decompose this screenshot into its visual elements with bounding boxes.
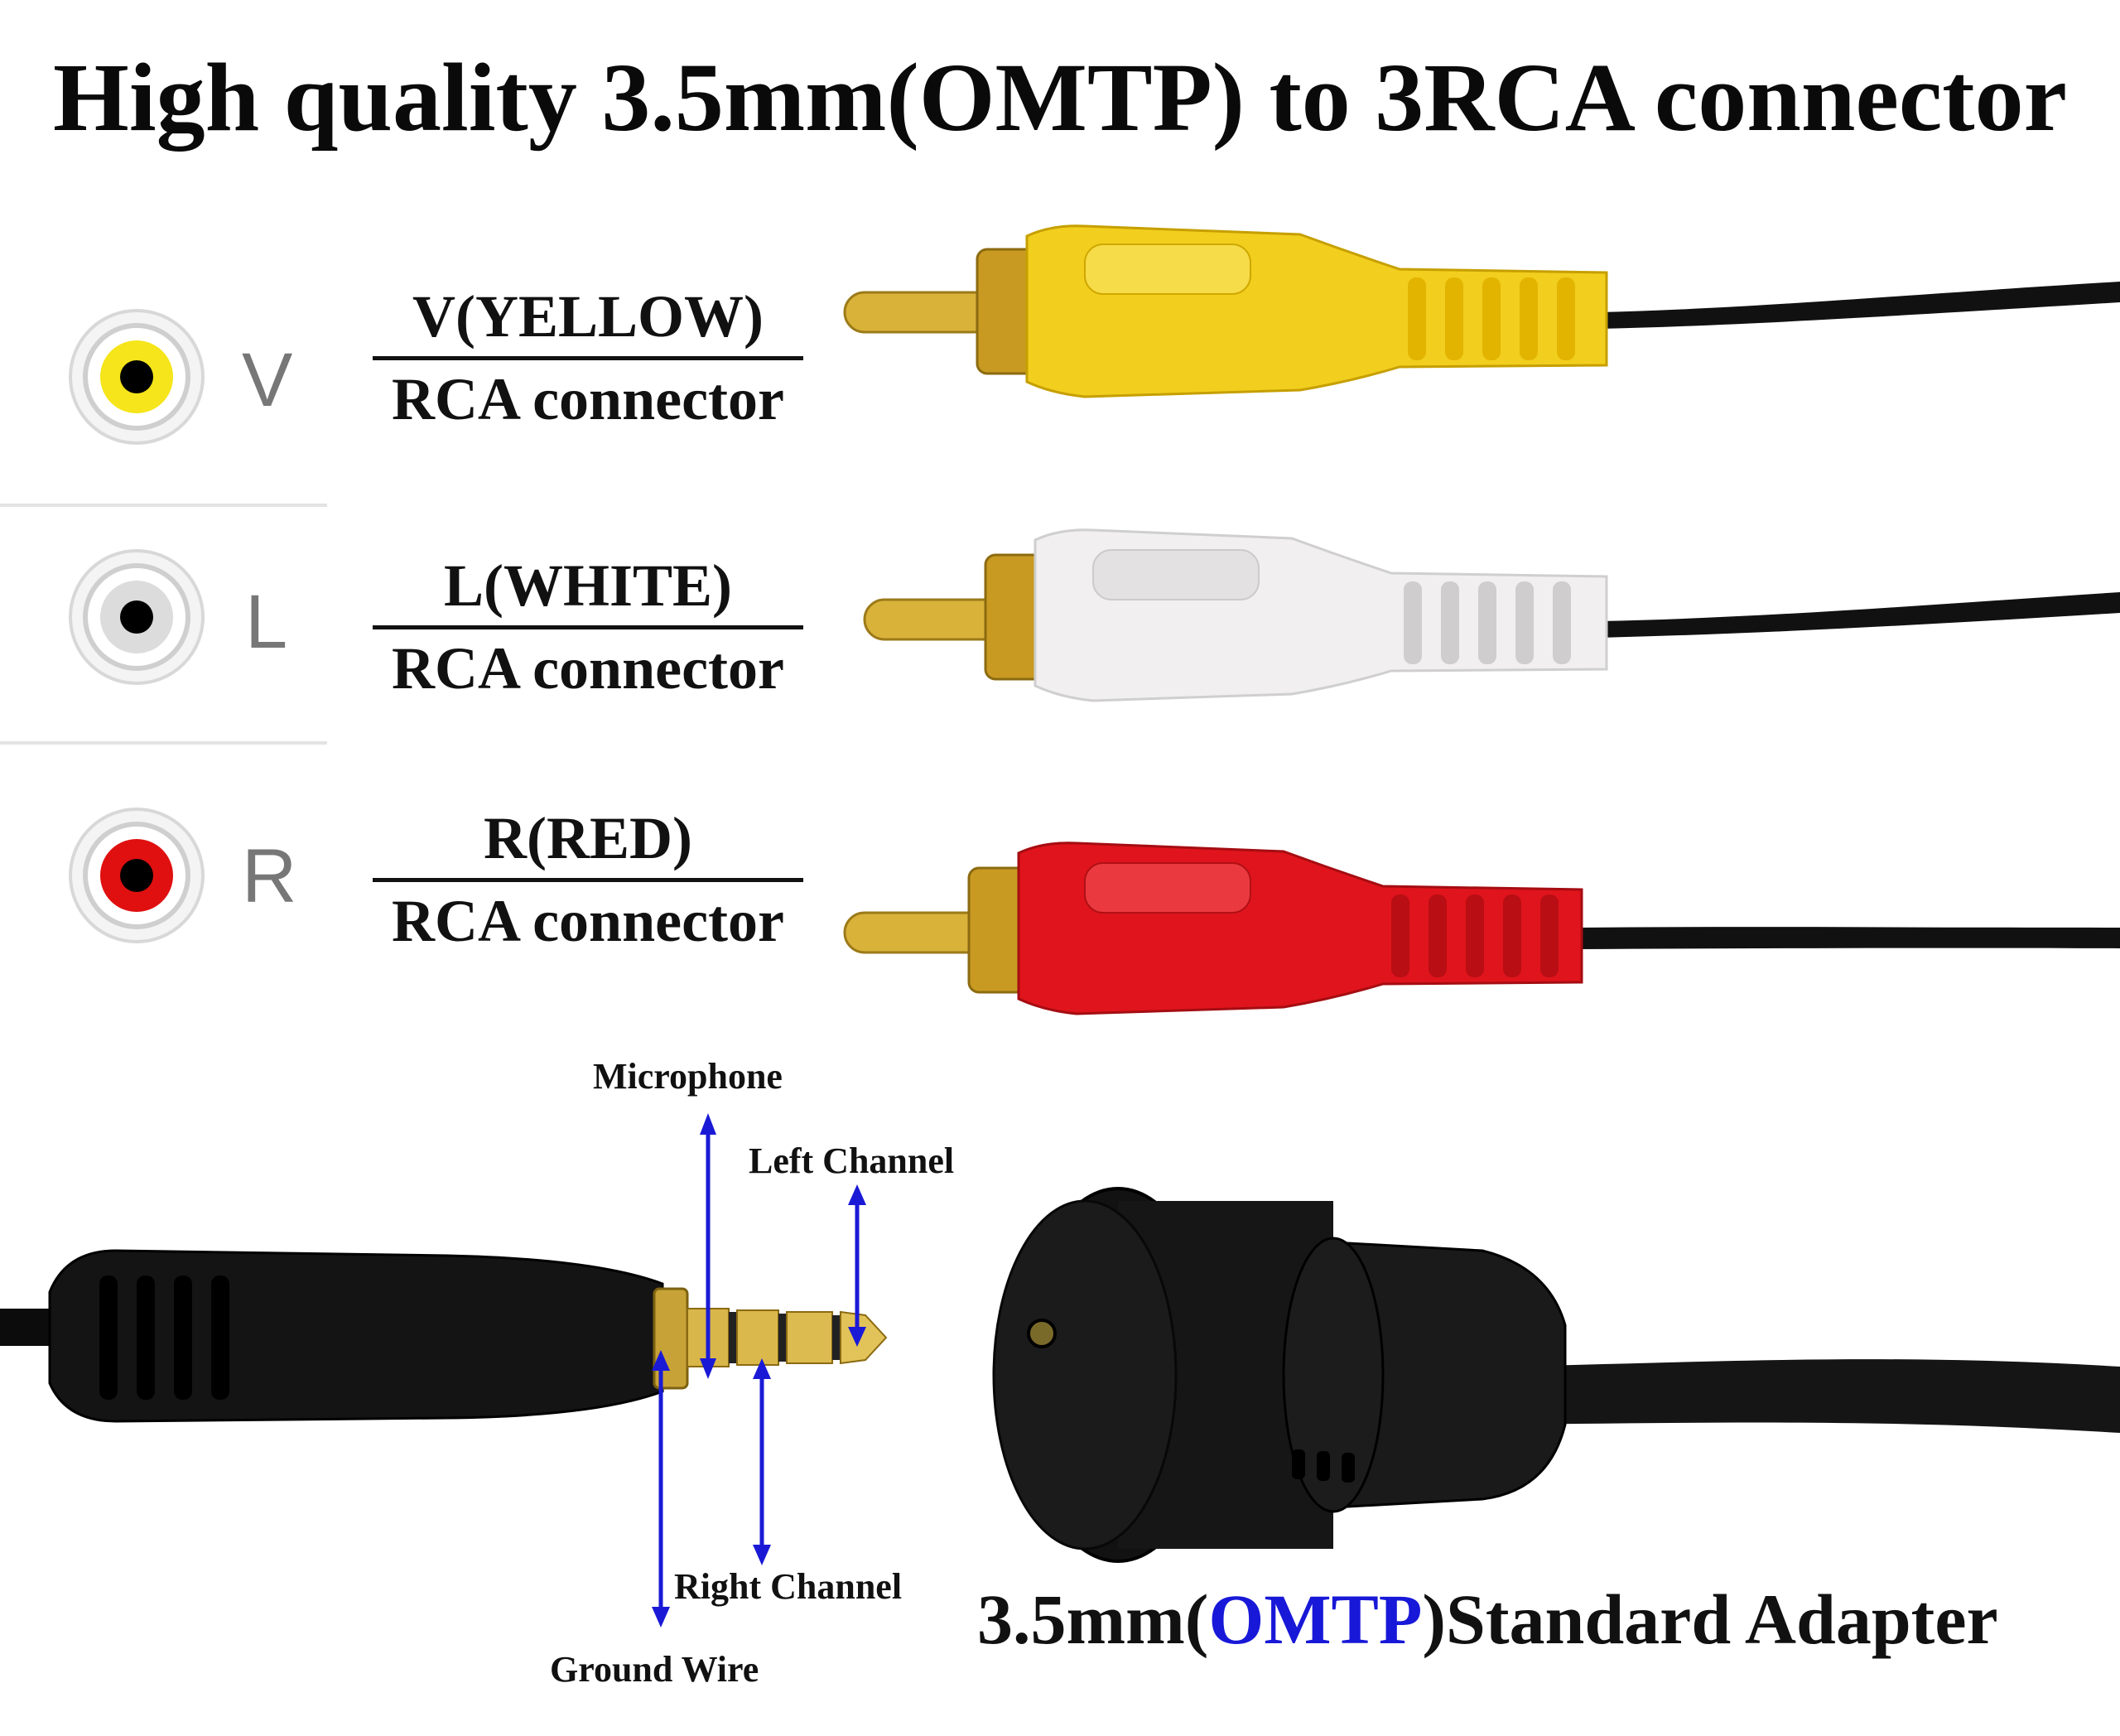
label-right-color: R(RED) [484,805,692,871]
divider [0,741,327,745]
label-video-color: V(YELLOW) [412,283,764,350]
caption-prefix: 3.5mm( [977,1579,1209,1659]
label-left-channel: Left Channel [749,1140,955,1181]
standard-adapter-caption: 3.5mm(OMTP)Standard Adapter [977,1578,1998,1661]
label-rule [373,356,803,360]
rca-jack-icon-right [69,808,205,943]
label-left-color: L(WHITE) [443,552,733,619]
label-rule [373,625,803,629]
jack-letter-video: V [242,338,293,422]
plug-annotation-arrows [652,1113,866,1628]
caption-accent: OMTP [1208,1579,1423,1659]
trrs-plug-icon [0,1249,888,1423]
label-left-type: RCA connector [392,635,784,702]
jack-letter-left: L [245,580,288,664]
label-right-channel: Right Channel [674,1566,903,1607]
jack-letter-right: R [242,834,297,919]
rca-plug-icon-white [863,528,2120,702]
label-ground-wire: Ground Wire [550,1649,759,1690]
label-rule [373,878,803,882]
page-title: High quality 3.5mm(OMTP) to 3RCA connect… [53,43,2067,152]
divider [0,504,327,507]
label-right-type: RCA connector [392,888,784,954]
label-video-type: RCA connector [392,366,784,432]
rca-jack-icon-video [69,309,205,445]
caption-suffix: )Standard Adapter [1422,1579,1998,1659]
panel-mount-socket-icon [992,1187,2120,1563]
label-microphone: Microphone [593,1056,783,1097]
rca-plug-icon-red [843,841,2120,1015]
rca-plug-icon-yellow [843,224,2120,398]
rca-jack-icon-left [69,549,205,685]
